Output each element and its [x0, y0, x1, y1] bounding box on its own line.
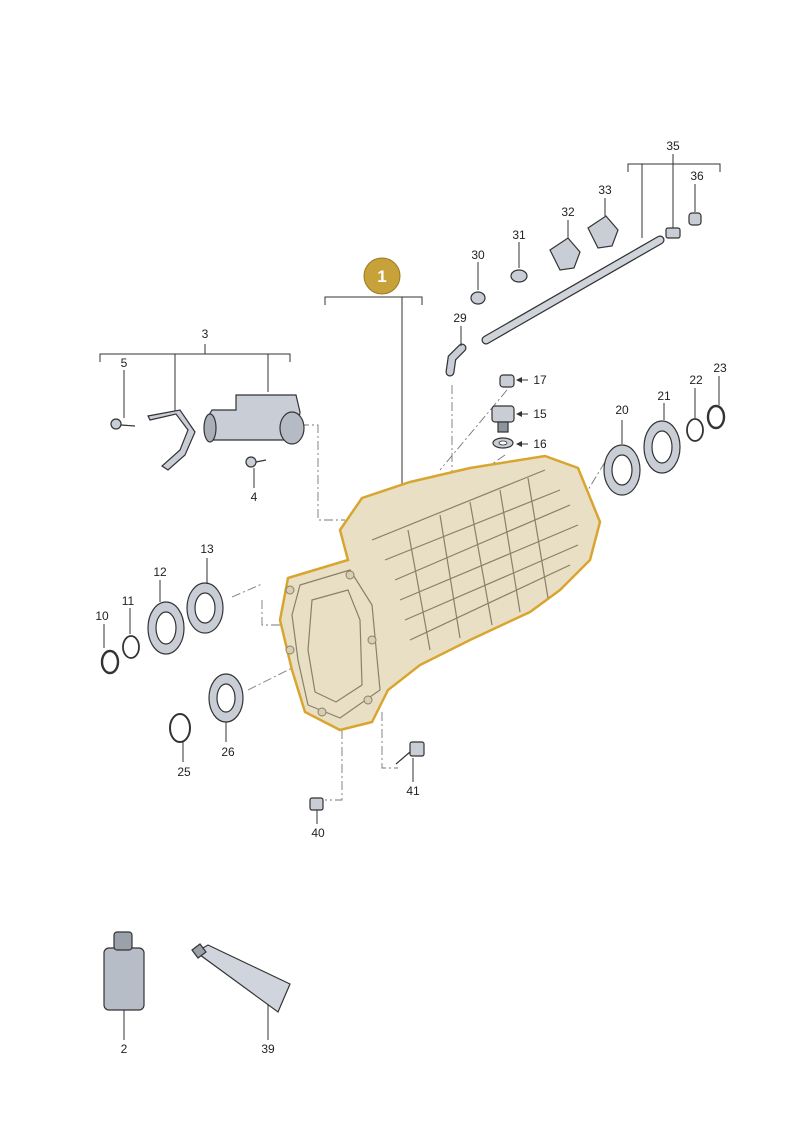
o-ring-11 [122, 635, 140, 659]
callout-21[interactable]: 21 [657, 389, 671, 403]
nut-40 [309, 797, 324, 811]
callout-39[interactable]: 39 [261, 1042, 275, 1056]
connector-35 [665, 227, 681, 239]
cap-36 [688, 212, 702, 226]
callout-31[interactable]: 31 [512, 228, 526, 242]
washer-16 [492, 437, 514, 449]
transfer-case-housing [278, 454, 602, 732]
callout-29[interactable]: 29 [453, 311, 467, 325]
breather-hose [481, 235, 665, 345]
badge-1[interactable]: 1 [363, 257, 401, 295]
callout-30[interactable]: 30 [471, 248, 485, 262]
sealant-tube-39 [191, 943, 291, 1013]
callout-15[interactable]: 15 [533, 407, 547, 421]
arrow-17 [516, 377, 528, 383]
bearing-13 [186, 582, 224, 634]
callout-11[interactable]: 11 [122, 594, 135, 608]
o-ring-22 [686, 418, 704, 442]
circlip-23 [706, 404, 726, 430]
callout-16[interactable]: 16 [533, 437, 547, 451]
callout-17[interactable]: 17 [533, 373, 547, 387]
seal-21 [643, 420, 681, 474]
oil-bottle-2 [103, 931, 145, 1011]
holder-32 [549, 237, 581, 271]
wire-clip [147, 409, 196, 471]
bracket-35 [627, 163, 721, 172]
breather-elbow-29 [445, 343, 467, 377]
callout-20[interactable]: 20 [615, 403, 629, 417]
callout-5[interactable]: 5 [121, 356, 128, 370]
bolt-41 [395, 741, 425, 765]
holder-33 [587, 215, 619, 249]
clamp-30 [470, 291, 486, 305]
callout-40[interactable]: 40 [311, 826, 325, 840]
callout-25[interactable]: 25 [177, 765, 191, 779]
seal-12 [147, 601, 185, 655]
callout-3[interactable]: 3 [202, 327, 209, 341]
clamp-31 [510, 269, 528, 283]
screw-5 [110, 418, 136, 430]
drain-plug-15 [491, 405, 515, 433]
callout-10[interactable]: 10 [95, 609, 109, 623]
circlip-10 [100, 649, 120, 675]
callout-36[interactable]: 36 [690, 169, 704, 183]
seal-26 [208, 673, 244, 723]
bracket-3 [99, 353, 291, 362]
callout-26[interactable]: 26 [221, 745, 235, 759]
screw-4 [245, 456, 267, 468]
callout-2[interactable]: 2 [121, 1042, 128, 1056]
arrow-15 [516, 411, 528, 417]
callout-labels: 3 5 4 10 11 12 13 25 26 40 41 17 15 16 2… [95, 139, 727, 1056]
o-ring-25 [169, 713, 191, 743]
bearing-20 [603, 444, 641, 496]
callout-41[interactable]: 41 [406, 784, 420, 798]
callout-33[interactable]: 33 [598, 183, 612, 197]
callout-23[interactable]: 23 [713, 361, 727, 375]
callout-32[interactable]: 32 [561, 205, 575, 219]
bolt-17 [499, 374, 515, 388]
callout-12[interactable]: 12 [153, 565, 167, 579]
callout-4[interactable]: 4 [251, 490, 258, 504]
arrow-16 [516, 441, 528, 447]
callout-22[interactable]: 22 [689, 373, 703, 387]
callout-35[interactable]: 35 [666, 139, 680, 153]
badge-label: 1 [377, 267, 386, 286]
actuator-motor [203, 394, 305, 445]
callout-13[interactable]: 13 [200, 542, 214, 556]
bracket-1 [324, 296, 423, 305]
